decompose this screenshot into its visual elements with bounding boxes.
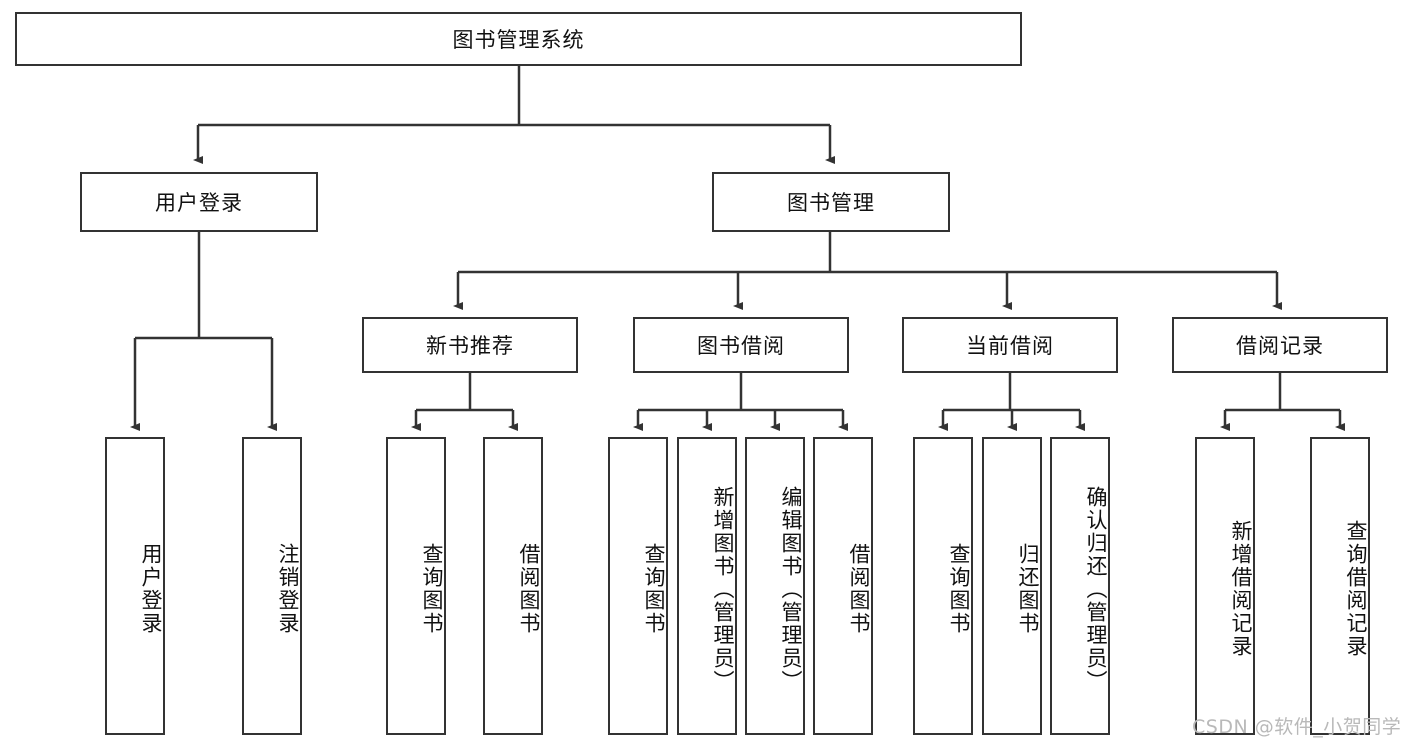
- node-leaf-query-book-1[interactable]: 查询图书: [386, 437, 446, 735]
- node-leaf-add-record[interactable]: 新增借阅记录: [1195, 437, 1255, 735]
- node-label: 图书借阅: [697, 334, 785, 358]
- node-book-manage[interactable]: 图书管理: [712, 172, 950, 232]
- node-label: 借阅图书: [517, 543, 541, 635]
- node-current-borrow[interactable]: 当前借阅: [902, 317, 1118, 373]
- node-new-book-rec[interactable]: 新书推荐: [362, 317, 578, 373]
- node-label: 查询图书: [420, 543, 444, 635]
- node-label: 图书管理: [787, 191, 875, 215]
- node-label: 新增图书（管理员）: [711, 485, 735, 693]
- node-leaf-query-book-3[interactable]: 查询图书: [913, 437, 973, 735]
- node-label: 查询图书: [947, 543, 971, 635]
- node-label: 用户登录: [155, 191, 243, 215]
- node-label: 用户登录: [139, 543, 163, 635]
- node-leaf-user-logout[interactable]: 注销登录: [242, 437, 302, 735]
- node-label: 新增借阅记录: [1229, 520, 1253, 658]
- node-leaf-edit-book[interactable]: 编辑图书（管理员）: [745, 437, 805, 735]
- node-leaf-confirm-return[interactable]: 确认归还（管理员）: [1050, 437, 1110, 735]
- node-leaf-query-record[interactable]: 查询借阅记录: [1310, 437, 1370, 735]
- node-leaf-borrow-book-1[interactable]: 借阅图书: [483, 437, 543, 735]
- node-leaf-return-book[interactable]: 归还图书: [982, 437, 1042, 735]
- node-label: 归还图书: [1016, 543, 1040, 635]
- node-leaf-user-login[interactable]: 用户登录: [105, 437, 165, 735]
- node-label: 确认归还（管理员）: [1084, 485, 1108, 693]
- node-leaf-borrow-book-2[interactable]: 借阅图书: [813, 437, 873, 735]
- node-label: 借阅图书: [847, 543, 871, 635]
- node-label: 查询图书: [642, 543, 666, 635]
- node-label: 新书推荐: [426, 334, 514, 358]
- node-label: 借阅记录: [1236, 334, 1324, 358]
- node-label: 编辑图书（管理员）: [779, 485, 803, 693]
- node-leaf-query-book-2[interactable]: 查询图书: [608, 437, 668, 735]
- node-book-borrow[interactable]: 图书借阅: [633, 317, 849, 373]
- node-label: 查询借阅记录: [1344, 520, 1368, 658]
- node-root[interactable]: 图书管理系统: [15, 12, 1022, 66]
- node-borrow-record[interactable]: 借阅记录: [1172, 317, 1388, 373]
- node-leaf-add-book[interactable]: 新增图书（管理员）: [677, 437, 737, 735]
- node-label: 当前借阅: [966, 334, 1054, 358]
- node-label: 注销登录: [276, 543, 300, 635]
- csdn-watermark: CSDN @软件_小贺同学: [1192, 716, 1402, 738]
- node-label: 图书管理系统: [452, 28, 585, 52]
- node-user-login[interactable]: 用户登录: [80, 172, 318, 232]
